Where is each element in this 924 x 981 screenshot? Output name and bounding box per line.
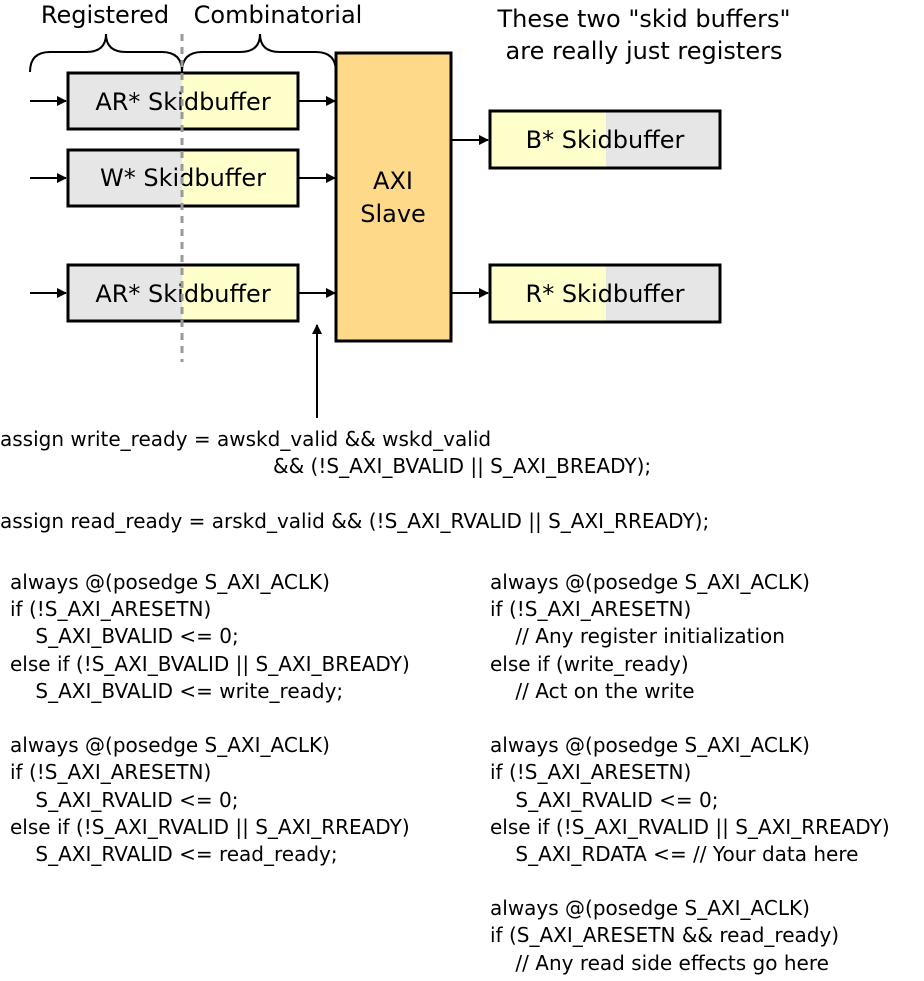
left-code-line <box>10 705 410 732</box>
assign-read-line: assign read_ready = arskd_valid && (!S_A… <box>0 509 710 533</box>
b-label: B* Skidbuffer <box>526 126 685 154</box>
combinatorial-brace <box>181 33 337 73</box>
registered-label: Registered <box>41 1 169 29</box>
right-code-line <box>490 705 890 732</box>
ar-top-combinatorial-half <box>182 73 298 129</box>
right-code-line: if (!S_AXI_ARESETN) <box>490 597 692 622</box>
assign-write-line1: assign write_ready = awskd_valid && wskd… <box>0 427 492 451</box>
skid-note-line1: These two "skid buffers" <box>496 5 790 33</box>
left-code-line: S_AXI_BVALID <= write_ready; <box>10 678 344 703</box>
right-code-line: always @(posedge S_AXI_ACLK) <box>490 896 810 921</box>
right-code-line: S_AXI_RDATA <= // Your data here <box>490 841 859 866</box>
r-skidbuffer: R* Skidbuffer <box>488 263 722 324</box>
right-code-line: if (!S_AXI_ARESETN) <box>490 760 692 785</box>
left-code-line: if (!S_AXI_ARESETN) <box>10 760 212 785</box>
r-combinatorial-half <box>490 265 606 322</box>
left-code-line: S_AXI_RVALID <= 0; <box>10 787 239 812</box>
left-code-line: else if (!S_AXI_BVALID || S_AXI_BREADY) <box>10 651 410 676</box>
right-code-line: // Any register initialization <box>490 624 785 649</box>
r-label: R* Skidbuffer <box>526 280 685 308</box>
right-code-line <box>490 868 890 895</box>
ar-top-registered-half <box>68 73 182 129</box>
right-code-line: else if (!S_AXI_RVALID || S_AXI_RREADY) <box>490 814 890 839</box>
right-code-line: always @(posedge S_AXI_ACLK) <box>490 733 810 758</box>
left-code-line: else if (!S_AXI_RVALID || S_AXI_RREADY) <box>10 814 410 839</box>
b-skidbuffer: B* Skidbuffer <box>488 109 722 170</box>
right-code-line: else if (write_ready) <box>490 651 689 676</box>
left-code-block: always @(posedge S_AXI_ACLK)if (!S_AXI_A… <box>10 569 410 868</box>
ar-skidbuffer-bottom: AR* Skidbuffer <box>66 263 300 323</box>
right-code-line: // Act on the write <box>490 678 695 703</box>
w-skidbuffer: W* Skidbuffer <box>66 148 300 208</box>
b-border <box>488 109 722 170</box>
r-border <box>488 263 722 324</box>
axi-slave-rect <box>334 51 453 343</box>
axi-slave-line2: Slave <box>360 200 426 228</box>
b-registered-half <box>606 111 720 168</box>
axi-slave-block: AXI Slave <box>334 51 453 343</box>
left-code-line: always @(posedge S_AXI_ACLK) <box>10 570 330 594</box>
right-code-block: always @(posedge S_AXI_ACLK)if (!S_AXI_A… <box>490 569 890 977</box>
ar-bottom-registered-half <box>68 265 182 321</box>
combinatorial-label: Combinatorial <box>194 1 363 29</box>
left-code-line: S_AXI_RVALID <= read_ready; <box>10 841 338 866</box>
ar-bottom-combinatorial-half <box>182 265 298 321</box>
right-code-line: S_AXI_RVALID <= 0; <box>490 787 719 812</box>
right-code-line: if (S_AXI_ARESETN && read_ready) <box>490 923 840 948</box>
right-code-line: // Any read side effects go here <box>490 950 829 975</box>
w-registered-half <box>68 150 182 206</box>
right-code-line: always @(posedge S_AXI_ACLK) <box>490 570 810 594</box>
registered-brace <box>29 33 183 73</box>
assign-write-line2: && (!S_AXI_BVALID || S_AXI_BREADY); <box>273 454 652 478</box>
skid-note-line2: are really just registers <box>506 37 783 65</box>
left-code-line: S_AXI_BVALID <= 0; <box>10 624 239 649</box>
left-code-line: always @(posedge S_AXI_ACLK) <box>10 733 330 758</box>
w-combinatorial-half <box>182 150 298 206</box>
axi-slave-line1: AXI <box>373 167 413 195</box>
r-registered-half <box>606 265 720 322</box>
b-combinatorial-half <box>490 111 606 168</box>
left-code-line: if (!S_AXI_ARESETN) <box>10 597 212 622</box>
